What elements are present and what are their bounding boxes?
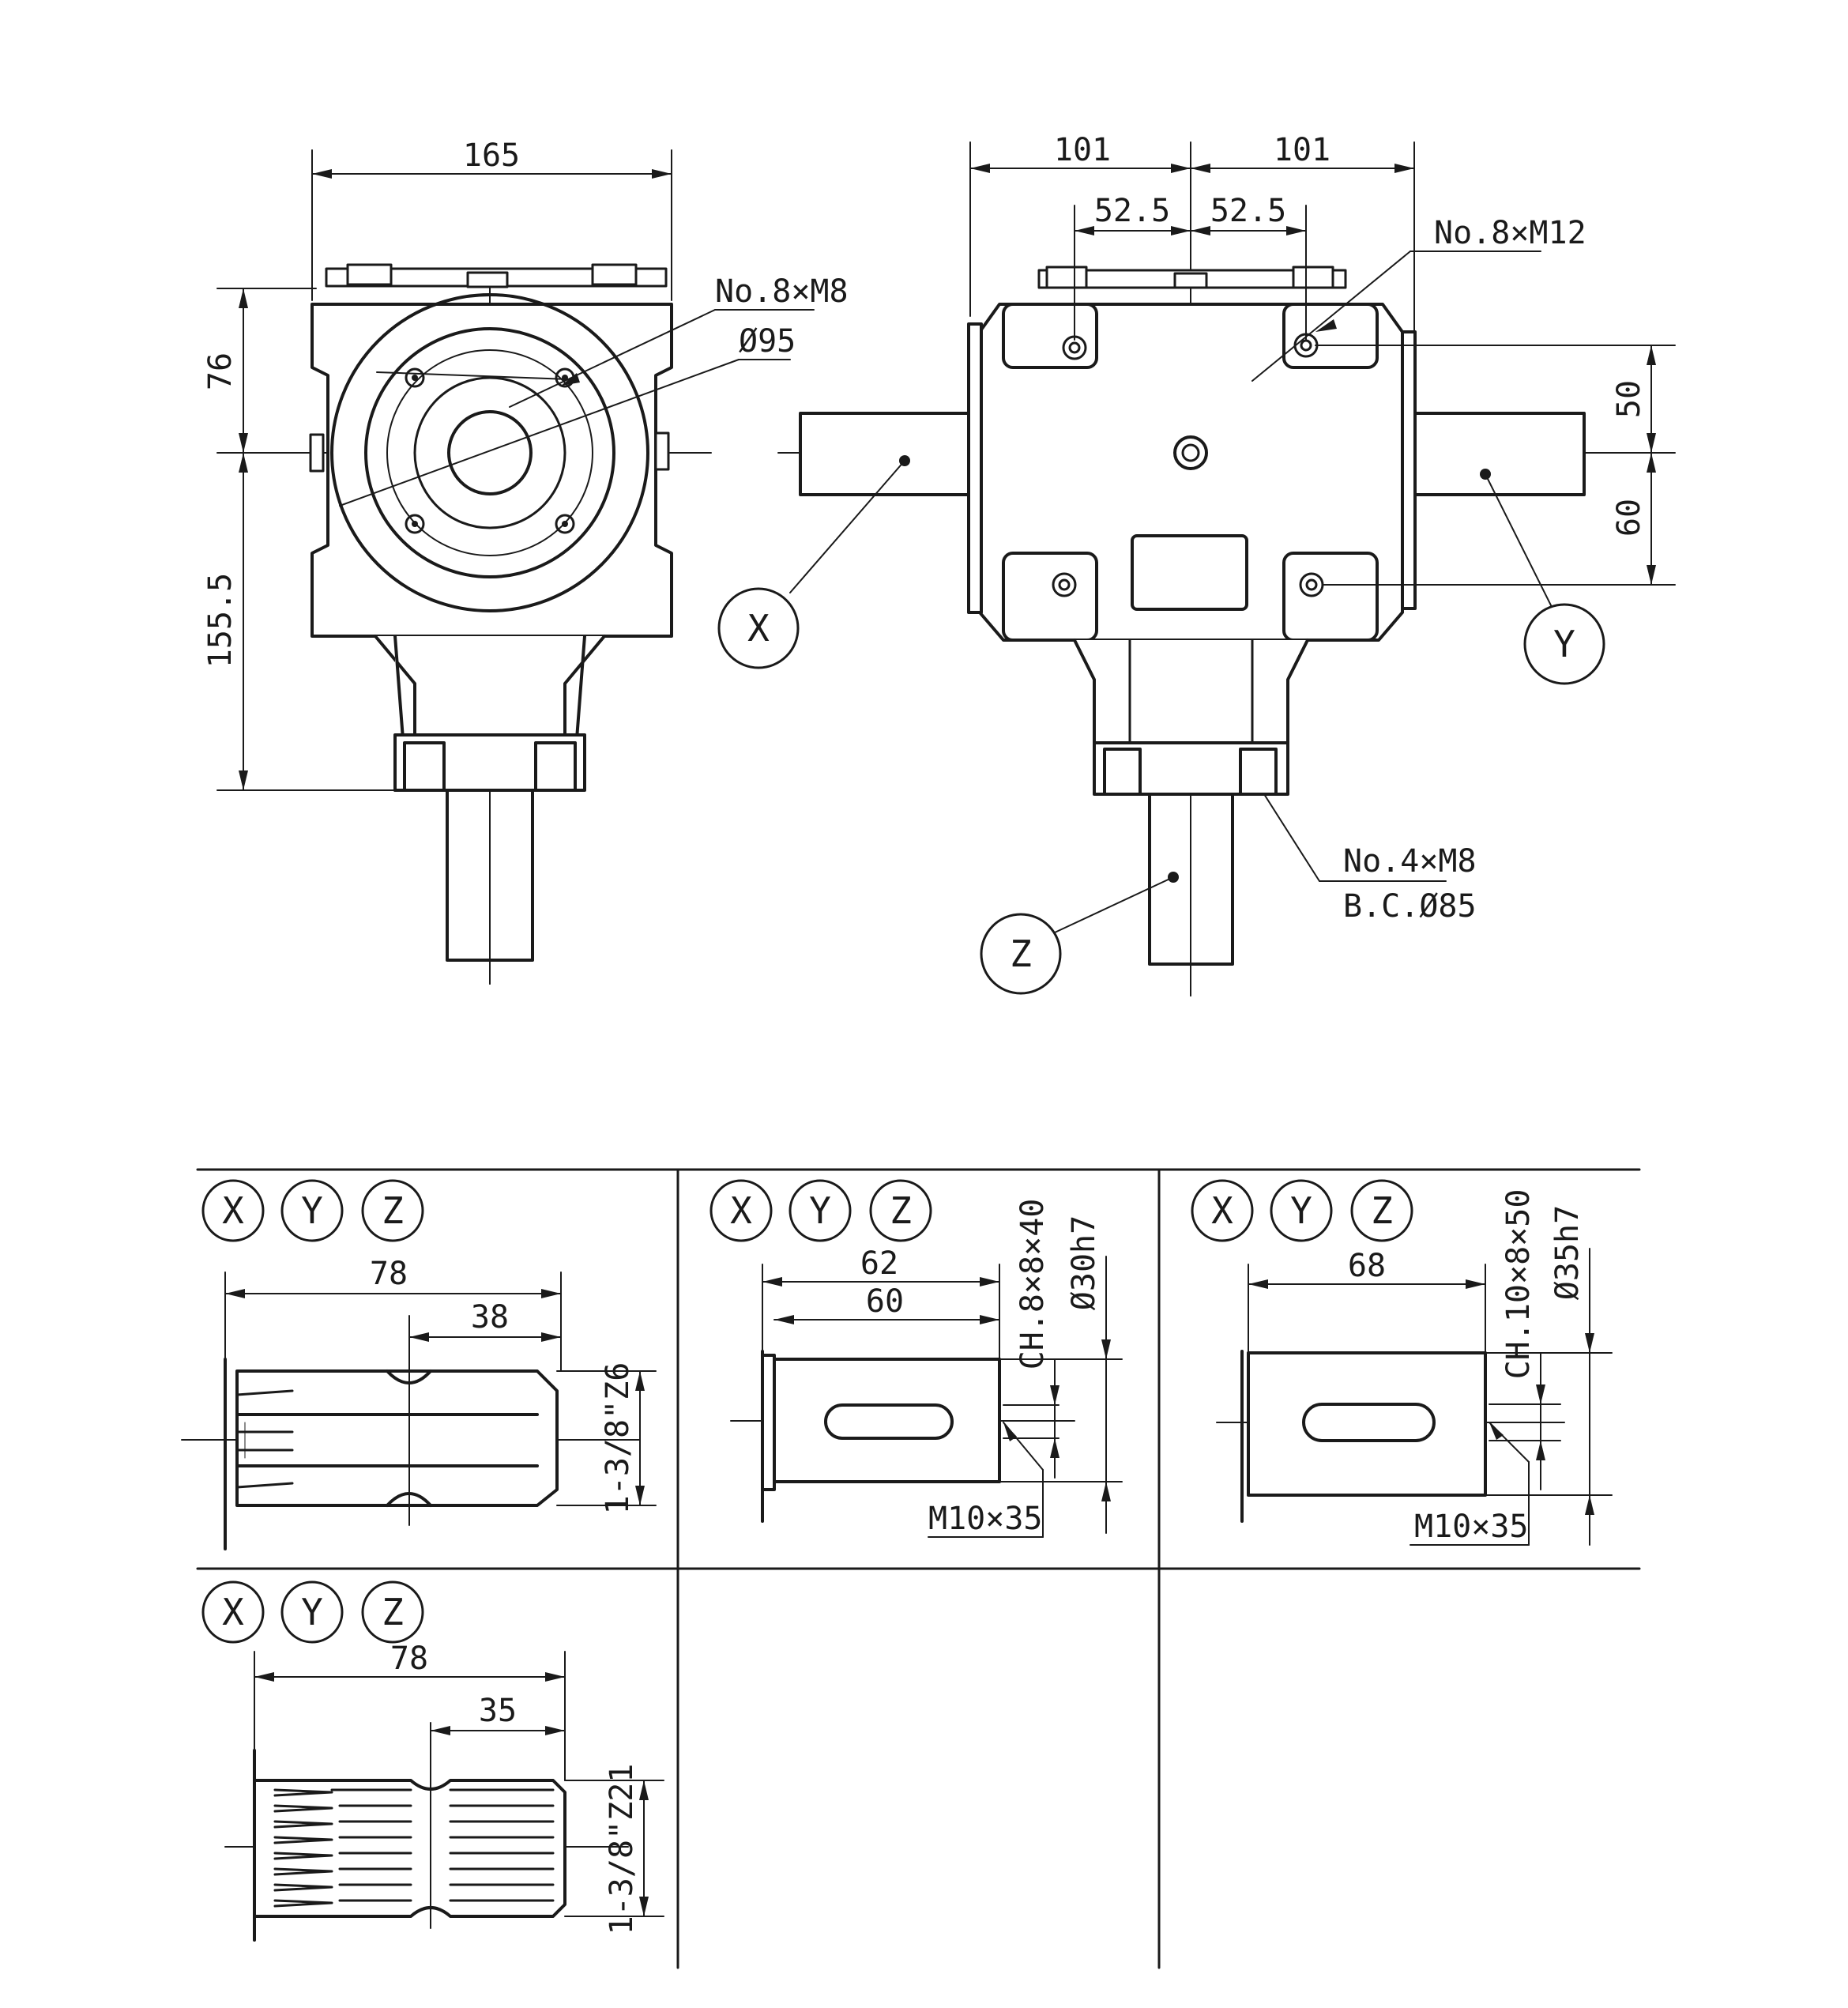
side-bolt-note: No.8×M12 — [1434, 215, 1586, 251]
opt2-label-z: Z — [890, 1189, 912, 1232]
opt4-spec: 1-3/8"Z21 — [604, 1764, 640, 1935]
option-keyed-35: X Y Z 68 CH.10×8×50 Ø35h7 M10×35 — [1191, 1179, 1613, 1546]
label-x: X — [747, 607, 770, 650]
front-view: 165 76 155.5 No.8×M8 Ø95 — [202, 138, 849, 985]
opt4-label-z: Z — [382, 1591, 404, 1633]
opt1-label-z: Z — [382, 1189, 404, 1232]
opt2-inner-len: 60 — [866, 1283, 904, 1320]
dim-height-155-5: 155.5 — [202, 573, 239, 668]
opt2-total-len: 62 — [860, 1245, 898, 1282]
front-flange-dia: Ø95 — [739, 323, 796, 360]
opt2-label-y: Y — [809, 1189, 831, 1232]
dim-right-101: 101 — [1274, 132, 1330, 168]
option-spline-z21: X Y Z 78 35 1-3/8"Z21 — [201, 1580, 664, 1942]
opt4-spline-len: 35 — [479, 1693, 517, 1729]
dim-offset-50: 50 — [1611, 380, 1647, 418]
shaft-x — [799, 412, 972, 496]
opt1-label-y: Y — [301, 1189, 323, 1232]
front-bolt-note: No.8×M8 — [715, 273, 849, 310]
spline-teeth — [273, 1788, 555, 1908]
label-z: Z — [1010, 932, 1032, 975]
dim-right-52-5: 52.5 — [1210, 193, 1286, 229]
opt3-label-z: Z — [1371, 1189, 1393, 1232]
dim-height-76: 76 — [202, 352, 239, 390]
opt4-label-y: Y — [301, 1591, 323, 1633]
opt1-spec: 1-3/8"Z6 — [600, 1362, 636, 1515]
dim-width-165: 165 — [463, 138, 520, 174]
shaft-y — [1413, 412, 1586, 496]
opt2-thread: M10×35 — [928, 1501, 1043, 1537]
opt3-label-y: Y — [1290, 1189, 1312, 1232]
option-spline-z6: X Y Z 78 38 1-3/8"Z6 — [181, 1179, 657, 1550]
base-bc-note: B.C.Ø85 — [1343, 888, 1477, 925]
label-y: Y — [1553, 623, 1575, 665]
dim-offset-60: 60 — [1611, 499, 1647, 537]
shaft-options-table — [196, 1168, 1641, 1969]
opt1-spline-len: 38 — [471, 1299, 509, 1336]
opt2-key: CH.8×8×40 — [1014, 1199, 1051, 1370]
opt3-thread: M10×35 — [1414, 1509, 1529, 1545]
flange-bolt-holes — [405, 367, 575, 534]
opt4-total-len: 78 — [390, 1641, 428, 1677]
opt1-label-x: X — [222, 1189, 244, 1232]
dim-left-52-5: 52.5 — [1094, 193, 1170, 229]
opt3-key: CH.10×8×50 — [1500, 1189, 1537, 1380]
opt1-total-len: 78 — [370, 1256, 408, 1292]
side-view: X Y Z 101 101 52.5 52.5 No.8×M12 — [717, 132, 1676, 996]
opt2-dia: Ø30h7 — [1066, 1215, 1102, 1310]
opt2-label-x: X — [730, 1189, 752, 1232]
opt3-total-len: 68 — [1348, 1248, 1386, 1284]
base-bolt-note: No.4×M8 — [1343, 843, 1477, 880]
mount-holes — [1052, 333, 1324, 597]
opt4-label-x: X — [222, 1591, 244, 1633]
opt3-dia: Ø35h7 — [1549, 1205, 1586, 1300]
dim-left-101: 101 — [1054, 132, 1111, 168]
option-keyed-30: X Y Z 62 60 CH.8×8×40 Ø30h7 — [709, 1179, 1123, 1538]
opt3-label-x: X — [1211, 1189, 1233, 1232]
